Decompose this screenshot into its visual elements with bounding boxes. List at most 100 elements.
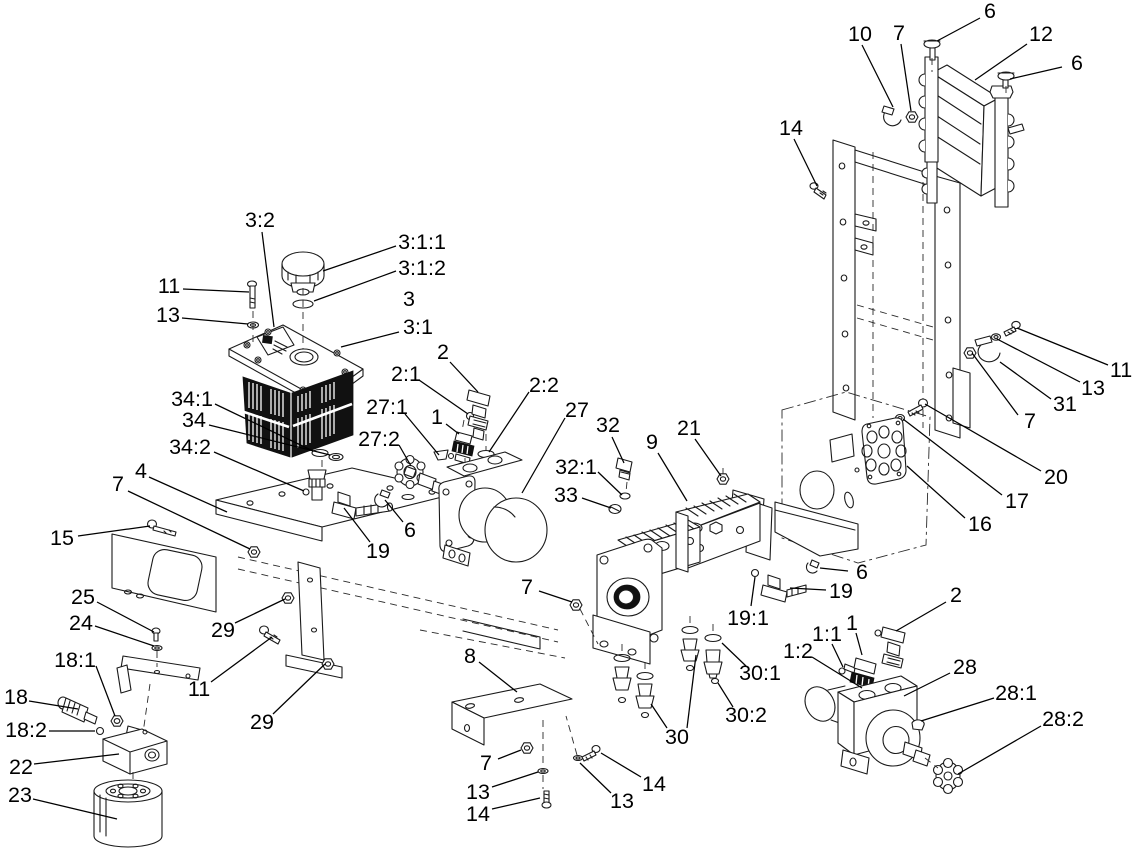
callout-30-57: 30 bbox=[665, 725, 689, 749]
callout-22-31: 22 bbox=[9, 755, 33, 779]
leader-line-28:1 bbox=[920, 697, 995, 722]
leader-line-19 bbox=[343, 507, 371, 543]
hose-clamp-10 bbox=[881, 105, 902, 127]
leader-line-27:1 bbox=[404, 413, 440, 456]
callout-24-27: 24 bbox=[69, 611, 93, 635]
leader-line-30 bbox=[650, 703, 668, 729]
lid-bolts bbox=[243, 328, 349, 394]
nut-7-top bbox=[905, 111, 919, 123]
callout-7-50: 7 bbox=[521, 575, 533, 599]
leader-line-2:1 bbox=[418, 379, 469, 415]
fitting-18 bbox=[57, 696, 98, 725]
tandem-pump bbox=[569, 468, 773, 665]
leader-line-13 bbox=[491, 771, 539, 788]
leader-line-2:2 bbox=[488, 391, 530, 453]
clamp-6-right bbox=[805, 559, 820, 574]
callout-23-32: 23 bbox=[8, 783, 32, 807]
leader-line-4 bbox=[148, 476, 228, 513]
leader-line-3:1 bbox=[340, 331, 400, 348]
leader-line-19:1 bbox=[750, 576, 756, 607]
nut-7-bracket8 bbox=[520, 742, 534, 754]
leader-line-29 bbox=[272, 663, 326, 715]
elbow-19-right bbox=[750, 559, 820, 603]
tank-cap bbox=[281, 251, 325, 296]
leader-line-21 bbox=[694, 438, 722, 477]
callout-19:1-54: 19:1 bbox=[727, 606, 769, 630]
leader-line-1 bbox=[855, 632, 863, 656]
leader-line-30:1 bbox=[721, 642, 747, 667]
callout-14-69: 14 bbox=[642, 772, 666, 796]
callout-30:1-55: 30:1 bbox=[739, 661, 781, 685]
callout-32-45: 32 bbox=[596, 413, 620, 437]
leader-line-1:2 bbox=[811, 656, 863, 689]
callout-13-19: 13 bbox=[156, 303, 180, 327]
leader-line-2 bbox=[895, 601, 947, 632]
callout-18-29: 18 bbox=[4, 685, 28, 709]
hose-fittings-30 bbox=[612, 616, 723, 719]
leader-line-11 bbox=[1016, 327, 1109, 366]
elbow-2-right bbox=[874, 626, 906, 689]
leader-line-7 bbox=[127, 490, 251, 550]
leader-line-11 bbox=[210, 636, 273, 683]
callout-6-43: 6 bbox=[404, 518, 416, 542]
charge-pump bbox=[394, 389, 548, 567]
cooler-cap-right bbox=[997, 71, 1015, 89]
bolt-14-top bbox=[809, 182, 827, 200]
leader-line-19 bbox=[789, 587, 827, 591]
callout-13-68: 13 bbox=[610, 789, 634, 813]
callout-28:1-63: 28:1 bbox=[995, 681, 1037, 705]
leader-line-27 bbox=[521, 417, 566, 494]
leader-line-32:1 bbox=[597, 471, 623, 496]
hydraulic-tank bbox=[228, 251, 364, 472]
callout-32:1-48: 32:1 bbox=[555, 455, 597, 479]
callout-3-16: 3 bbox=[403, 287, 415, 311]
callout-3:1-17: 3:1 bbox=[403, 315, 433, 339]
callout-2:1-36: 2:1 bbox=[391, 362, 421, 386]
callout-14-5: 14 bbox=[779, 116, 803, 140]
callout-3:1:2-15: 3:1:2 bbox=[398, 256, 446, 280]
leader-line-13 bbox=[579, 762, 612, 794]
leader-line-13 bbox=[996, 338, 1081, 383]
leader-line-33 bbox=[581, 497, 612, 509]
callout-1-59: 1 bbox=[846, 611, 858, 635]
callout-1:1-58: 1:1 bbox=[812, 622, 842, 646]
nut-21 bbox=[716, 473, 730, 485]
callout-34-21: 34 bbox=[182, 408, 206, 432]
callout-7-65: 7 bbox=[480, 751, 492, 775]
callout-27-41: 27 bbox=[565, 398, 589, 422]
fitting-stack bbox=[680, 616, 700, 672]
leader-line-25 bbox=[96, 601, 155, 633]
filter-cartridge-23 bbox=[93, 779, 163, 848]
callout-27:2-42: 27:2 bbox=[358, 427, 400, 451]
leader-line-34:1 bbox=[214, 403, 314, 452]
leader-line-28:2 bbox=[957, 725, 1042, 775]
nut-29-lower bbox=[321, 658, 335, 670]
pump-support-bracket bbox=[451, 683, 601, 809]
engine-plate bbox=[774, 391, 931, 564]
leader-line-6 bbox=[384, 499, 404, 523]
callout-2-37: 2 bbox=[437, 340, 449, 364]
callout-11-34: 11 bbox=[188, 677, 210, 701]
callout-1:2-60: 1:2 bbox=[783, 639, 813, 663]
leader-line-14 bbox=[600, 752, 642, 778]
oil-filter-assembly bbox=[57, 627, 201, 848]
callout-3:2-13: 3:2 bbox=[245, 208, 275, 232]
filter-head-22 bbox=[102, 725, 168, 775]
oil-cooler bbox=[918, 39, 1025, 208]
leader-line-15 bbox=[77, 525, 151, 537]
callout-30:2-56: 30:2 bbox=[725, 703, 767, 727]
callout-9-46: 9 bbox=[646, 430, 658, 454]
callout-21-47: 21 bbox=[677, 416, 701, 440]
bolt-11-leg bbox=[258, 625, 281, 645]
key-28-1 bbox=[911, 719, 925, 731]
leader-line-17 bbox=[902, 418, 1003, 496]
bolt-14-diag bbox=[581, 744, 601, 762]
nut-7-bracket bbox=[247, 546, 261, 558]
callout-11-18: 11 bbox=[158, 274, 180, 298]
leader-line-14 bbox=[793, 138, 818, 187]
fitting-stack bbox=[635, 662, 655, 719]
callout-25-26: 25 bbox=[71, 585, 95, 609]
frame-rails bbox=[237, 556, 566, 659]
leader-line-7 bbox=[971, 352, 1019, 416]
